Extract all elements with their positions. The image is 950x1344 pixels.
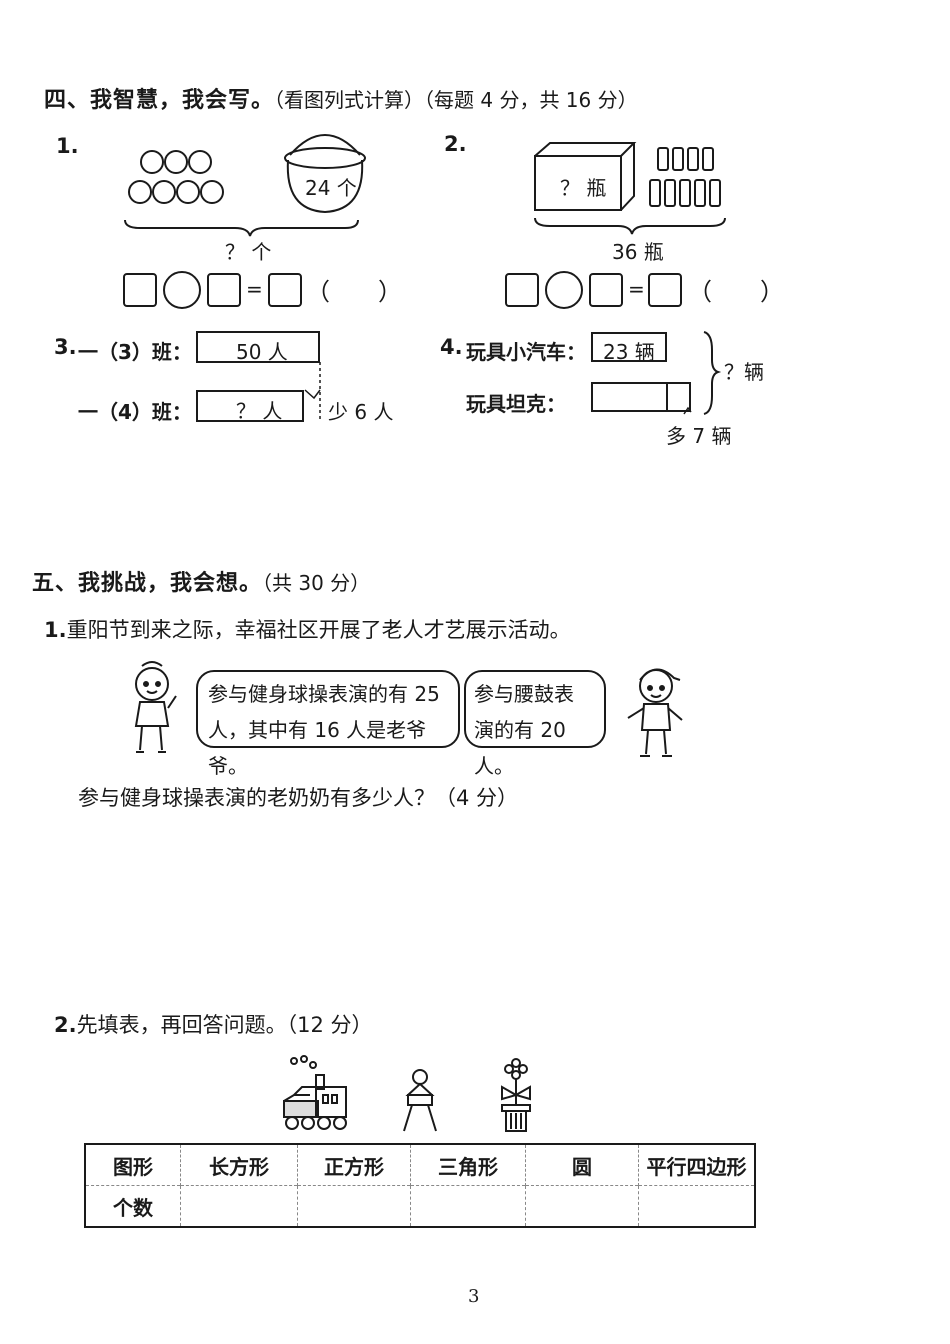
table-cell: 个数 (85, 1185, 181, 1227)
box-and-bottles-illustration (534, 142, 726, 235)
q4-bar-cars: 23 辆 (591, 332, 667, 364)
table-cell: 圆 (525, 1144, 639, 1186)
shape-figures-illustration (283, 1055, 531, 1132)
count-input-circle[interactable] (525, 1185, 639, 1227)
q4-total-label: ？辆 (724, 360, 764, 384)
s5-q2-intro-text: 先填表，再回答问题。（12 分） (76, 1013, 373, 1037)
basket-label: 24 个 (305, 176, 357, 200)
table-cell: 长方形 (180, 1144, 298, 1186)
q4-row1-label: 玩具小汽车： (466, 340, 586, 364)
q1-answer-box-1[interactable] (123, 273, 157, 307)
bubble-boy-line2: 演的有 20 人。 (474, 718, 566, 778)
table-cell: 平行四边形 (646, 1154, 747, 1179)
q3-bar-class4: ？ 人 (196, 390, 304, 423)
q3-bar-class3-value: 50 人 (236, 340, 288, 364)
s5-q2-number: 2. (54, 1013, 77, 1037)
table-cell: 图形 (85, 1144, 181, 1186)
shape-count-table: 图形 长方形 正方形 三角形 圆 平行四边形 个数 (84, 1143, 756, 1228)
q2-number: 2. (444, 132, 467, 156)
q1-operator-circle[interactable] (163, 271, 201, 309)
bubble-girl-line2: 人，其中有 16 人是老爷爷。 (208, 718, 427, 778)
q3-difference-label: 少 6 人 (328, 400, 394, 424)
q3-number: 3. (54, 335, 77, 359)
count-input-square[interactable] (297, 1185, 411, 1227)
bubble-girl-line1: 参与健身球操表演的有 25 (208, 682, 440, 706)
table-cell: 正方形 (297, 1144, 411, 1186)
section-5-title: 五、我挑战，我会想。 (32, 571, 263, 596)
speech-bubble-boy: 参与腰鼓表 演的有 20 人。 (464, 670, 606, 778)
page-number: 3 (468, 1286, 480, 1307)
boy-illustration (627, 668, 683, 757)
count-input-parallelogram[interactable] (638, 1185, 755, 1227)
peaches-and-basket-illustration (124, 134, 366, 237)
table-row-header: 图形 长方形 正方形 三角形 圆 平行四边形 (85, 1144, 755, 1186)
q2-operator-circle[interactable] (545, 271, 583, 309)
q3-bar-class4-value: ？ 人 (236, 399, 283, 423)
q4-difference-label: 多 7 辆 (666, 424, 732, 448)
section-4-title: 四、我智慧，我会写。 (44, 88, 275, 113)
q2-answer-box-1[interactable] (505, 273, 539, 307)
count-input-triangle[interactable] (410, 1185, 526, 1227)
q4-row2-label: 玩具坦克： (466, 392, 566, 416)
q3-difference-marker (304, 362, 321, 422)
section-5-heading: 五、我挑战，我会想。（共 30 分） (32, 565, 370, 597)
table-cell: 三角形 (410, 1144, 526, 1186)
s5-q1-intro-text: 重阳节到来之际，幸福社区开展了老人才艺展示活动。 (66, 618, 571, 642)
q1-answer-box-3[interactable] (268, 273, 302, 307)
q4-brace-and-marker (666, 331, 722, 415)
girl-illustration (134, 661, 177, 753)
s5-q1-question: 参与健身球操表演的老奶奶有多少人？（4 分） (78, 786, 519, 810)
speech-bubble-girl: 参与健身球操表演的有 25 人，其中有 16 人是老爷爷。 (196, 670, 460, 778)
q1-unit-blank[interactable]: （ ） (306, 278, 402, 306)
table-row-count: 个数 (85, 1185, 755, 1227)
s5-q2-intro: 2.先填表，再回答问题。（12 分） (54, 1009, 373, 1039)
s5-q1-number: 1. (44, 618, 67, 642)
q2-brace-label: 36 瓶 (612, 240, 664, 264)
q4-bar-cars-value: 23 辆 (603, 340, 655, 364)
q4-number: 4. (440, 335, 463, 359)
q3-row1-label: 一（3）班： (78, 340, 192, 364)
section-4-heading: 四、我智慧，我会写。（看图列式计算）（每题 4 分，共 16 分） (44, 82, 638, 114)
q1-answer-box-2[interactable] (207, 273, 241, 307)
q2-answer-box-3[interactable] (648, 273, 682, 307)
q1-brace-label: ？ 个 (225, 240, 272, 264)
section-4-note: （看图列式计算）（每题 4 分，共 16 分） (274, 88, 638, 112)
count-input-rectangle[interactable] (180, 1185, 298, 1227)
bubble-boy-line1: 参与腰鼓表 (474, 682, 574, 706)
section-5-note: （共 30 分） (262, 571, 371, 595)
q1-equals: = (246, 277, 263, 301)
q3-bar-class3: 50 人 (196, 331, 320, 364)
q1-number: 1. (56, 134, 79, 158)
s5-q1-intro: 1.重阳节到来之际，幸福社区开展了老人才艺展示活动。 (44, 614, 571, 644)
q2-answer-box-2[interactable] (589, 273, 623, 307)
q3-row2-label: 一（4）班： (78, 400, 192, 424)
q4-bar-tanks (591, 382, 691, 412)
box-label: ？ 瓶 (560, 176, 607, 200)
q2-equals: = (628, 277, 645, 301)
q2-unit-blank[interactable]: （ ） (688, 278, 784, 306)
